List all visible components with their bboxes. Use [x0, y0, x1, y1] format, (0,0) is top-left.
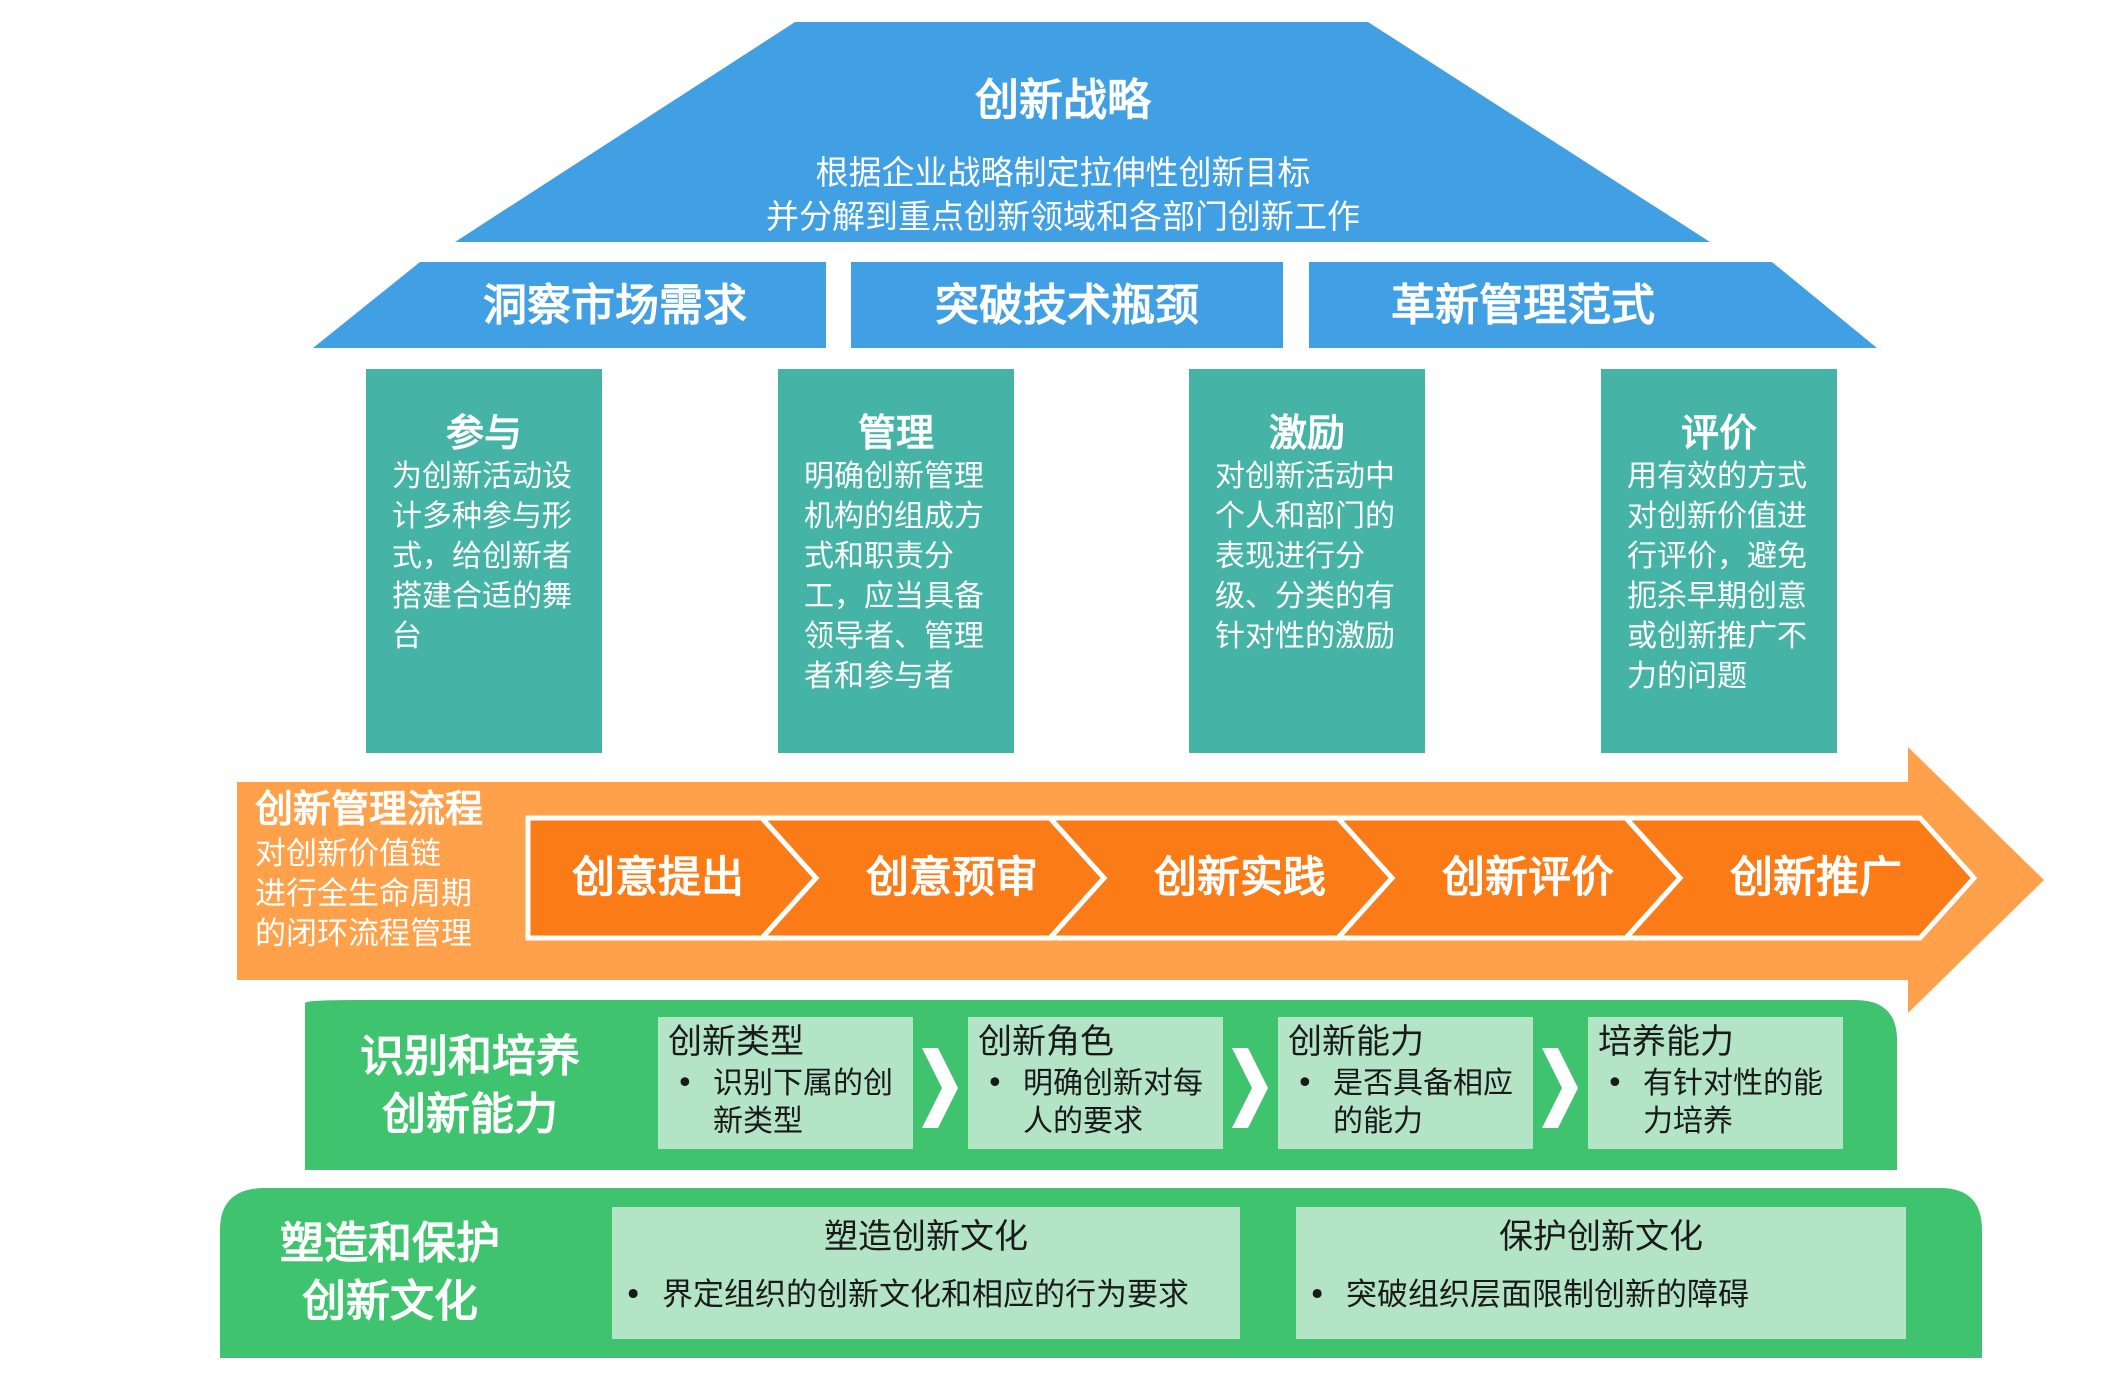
- pillar-title: 参与: [445, 411, 522, 455]
- capability-item-desc: •识别下属的创新类型: [676, 1066, 893, 1139]
- pillar-title: 管理: [857, 411, 934, 455]
- culture-item-title: 塑造创新文化: [824, 1217, 1028, 1257]
- bullet-icon: •: [1308, 1277, 1327, 1313]
- pillar-description: 用有效的方式对创新价值进行评价，避免扼杀早期创意或创新推广不力的问题: [1627, 459, 1807, 694]
- capability-item-training: 培养能力 •有针对性的能力培养: [1588, 1017, 1843, 1149]
- bullet-icon: •: [986, 1066, 1004, 1101]
- capability-title-line-1: 识别和培养: [360, 1031, 580, 1082]
- chevron-right-icon: [922, 1048, 958, 1128]
- culture-item-shape: 塑造创新文化 •界定组织的创新文化和相应的行为要求: [612, 1207, 1240, 1339]
- culture-item-protect: 保护创新文化 •突破组织层面限制创新的障碍: [1296, 1207, 1906, 1339]
- pillar-description: 为创新活动设计多种参与形式，给创新者搭建合适的舞台: [392, 459, 572, 654]
- capability-title: 识别和培养 创新能力: [330, 1028, 610, 1144]
- roof-description-line-1: 根据企业战略制定拉伸性创新目标: [815, 153, 1311, 192]
- pillar-title: 激励: [1268, 411, 1345, 455]
- beam-management-paradigm: 革新管理范式: [1391, 280, 1655, 331]
- step-innovation-promotion: 创新推广: [1730, 853, 1902, 903]
- step-idea-proposal: 创意提出: [572, 853, 744, 903]
- capability-title-line-2: 创新能力: [382, 1089, 558, 1140]
- culture-item-desc: •突破组织层面限制创新的障碍: [1308, 1277, 1749, 1313]
- culture-item-title: 保护创新文化: [1499, 1217, 1703, 1257]
- pillar-management: 管理 明确创新管理机构的组成方式和职责分工，应当具备领导者、管理者和参与者: [778, 369, 1014, 753]
- capability-item-title: 创新能力: [1288, 1022, 1424, 1062]
- culture-item-desc: •界定组织的创新文化和相应的行为要求: [624, 1277, 1189, 1313]
- step-idea-review: 创意预审: [866, 853, 1038, 903]
- pillar-incentive: 激励 对创新活动中个人和部门的表现进行分级、分类的有针对性的激励: [1189, 369, 1425, 753]
- bullet-icon: •: [1606, 1066, 1624, 1101]
- capability-item-desc: •是否具备相应的能力: [1296, 1066, 1513, 1139]
- capability-item-title: 培养能力: [1598, 1022, 1734, 1062]
- step-shape-5: [1620, 815, 1978, 941]
- chevron-right-icon: [1232, 1048, 1268, 1128]
- beam-market-demand: 洞察市场需求: [483, 280, 747, 331]
- process-steps: [525, 815, 1978, 941]
- pillar-participation: 参与 为创新活动设计多种参与形式，给创新者搭建合适的舞台: [366, 369, 602, 753]
- capability-item-role: 创新角色 •明确创新对每人的要求: [968, 1017, 1223, 1149]
- beam-market-shape: [313, 262, 826, 348]
- process-header: 创新管理流程 对创新价值链 进行全生命周期 的闭环流程管理: [255, 784, 515, 954]
- culture-title-line-2: 创新文化: [302, 1276, 478, 1327]
- pillar-evaluation: 评价 用有效的方式对创新价值进行评价，避免扼杀早期创意或创新推广不力的问题: [1601, 369, 1837, 753]
- process-desc-line-1: 对创新价值链: [255, 836, 441, 872]
- beam-tech-shape: [851, 262, 1283, 348]
- capability-item-ability: 创新能力 •是否具备相应的能力: [1278, 1017, 1533, 1149]
- culture-title: 塑造和保护 创新文化: [240, 1215, 540, 1331]
- bullet-icon: •: [1296, 1066, 1314, 1101]
- pillar-description: 对创新活动中个人和部门的表现进行分级、分类的有针对性的激励: [1215, 459, 1395, 654]
- pillar-title: 评价: [1680, 411, 1757, 455]
- step-innovation-practice: 创新实践: [1154, 853, 1326, 903]
- roof-description-line-2: 并分解到重点创新领域和各部门创新工作: [766, 197, 1360, 236]
- bullet-icon: •: [676, 1066, 694, 1101]
- beam-tech-breakthrough: 突破技术瓶颈: [935, 280, 1199, 331]
- process-desc-line-2: 进行全生命周期: [255, 876, 472, 912]
- bullet-icon: •: [624, 1277, 643, 1313]
- chevron-right-icon: [1542, 1048, 1578, 1128]
- capability-item-title: 创新角色: [978, 1022, 1114, 1062]
- roof-title: 创新战略: [975, 75, 1151, 126]
- roof-shape: [455, 22, 1710, 242]
- beam-management-shape: [1309, 262, 1877, 348]
- capability-item-title: 创新类型: [668, 1022, 804, 1062]
- culture-title-line-1: 塑造和保护: [280, 1218, 500, 1269]
- capability-item-desc: •明确创新对每人的要求: [986, 1066, 1203, 1139]
- capability-item-type: 创新类型 •识别下属的创新类型: [658, 1017, 913, 1149]
- step-innovation-evaluation: 创新评价: [1442, 853, 1614, 903]
- capability-item-desc: •有针对性的能力培养: [1606, 1066, 1823, 1139]
- process-title: 创新管理流程: [255, 787, 484, 831]
- process-desc-line-3: 的闭环流程管理: [255, 916, 472, 952]
- pillar-description: 明确创新管理机构的组成方式和职责分工，应当具备领导者、管理者和参与者: [804, 459, 984, 694]
